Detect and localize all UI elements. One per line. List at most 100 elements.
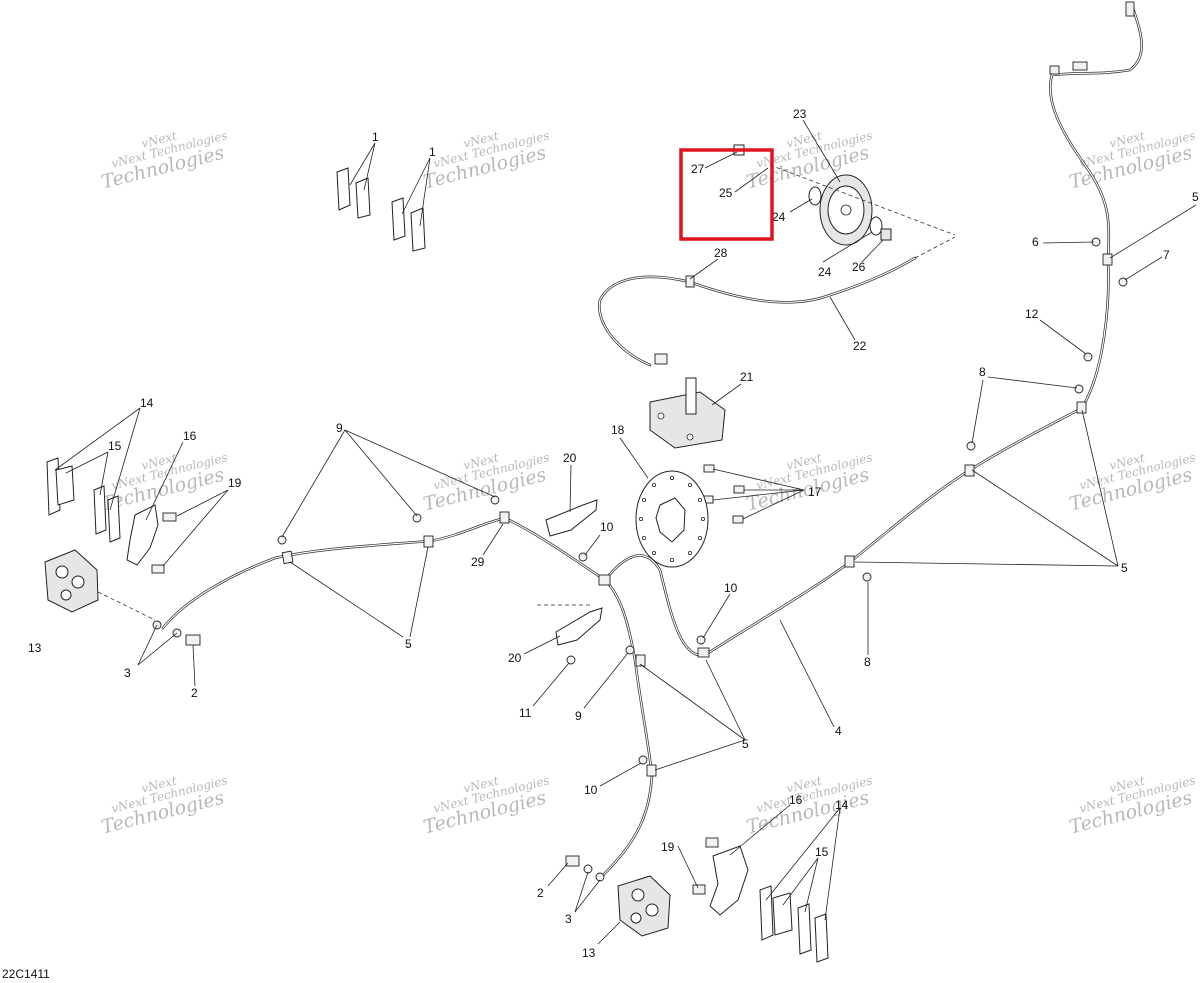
junction-bracket-lower: [555, 607, 603, 646]
callout-label: 10: [584, 783, 598, 797]
leader-line: [734, 167, 769, 193]
rotor-hole: [639, 517, 644, 522]
brake-lines: [161, 3, 1143, 880]
clamp: [1076, 401, 1087, 414]
caliper-body: [44, 549, 99, 613]
leader-line: [639, 663, 746, 741]
watermark: vNext vNext Technologies Technologies: [1067, 128, 1197, 193]
clamp-screw: [862, 572, 872, 582]
leader-line: [765, 807, 841, 901]
leader-line: [137, 624, 158, 666]
rotor-hole: [670, 475, 675, 480]
junction-bracket-upper: [545, 499, 598, 537]
rotor-bolt: [733, 485, 745, 494]
leader-line: [804, 857, 819, 913]
leader-line: [987, 376, 1078, 389]
leader-line: [729, 804, 791, 856]
leader-line: [54, 407, 141, 471]
callout-label: 2: [537, 886, 544, 900]
callout-label: 24: [818, 265, 832, 279]
leader-line: [1081, 409, 1119, 567]
caliper-hole: [686, 433, 694, 441]
banjo-bolt: [185, 634, 201, 646]
rotor-bolt: [732, 515, 744, 524]
clamp: [598, 574, 611, 586]
leader-line: [583, 652, 629, 709]
rotor-hub: [655, 497, 686, 543]
callout-label: 3: [565, 912, 572, 926]
parking-cable-dashed-extension: [914, 236, 956, 259]
leader-line: [712, 489, 805, 501]
junction-brackets: [537, 499, 603, 646]
leader-line: [802, 119, 841, 183]
callout-label: 10: [724, 581, 738, 595]
seal: [808, 186, 822, 206]
clamp: [423, 535, 434, 548]
caliper-bracket: [126, 504, 159, 566]
clamp-screw: [1074, 384, 1084, 394]
clamp-screw: [625, 645, 635, 655]
leader-line: [409, 546, 429, 638]
rotor-hole: [688, 551, 693, 556]
leader-line: [547, 862, 569, 887]
leader-line: [824, 807, 841, 921]
callout-label: 4: [835, 724, 842, 738]
callout-label: 27: [691, 162, 705, 176]
callout-label: 6: [1032, 235, 1039, 249]
front-left-brake-line-inner: [162, 517, 606, 629]
leader-line: [532, 662, 570, 707]
front-left-caliper-assembly: [44, 457, 201, 646]
callout-label: 24: [772, 210, 786, 224]
leader-line: [401, 157, 431, 215]
fasteners: [277, 1, 1135, 765]
brake-pad: [93, 485, 107, 535]
caliper-piston: [60, 589, 72, 601]
leader-line: [854, 561, 1119, 567]
callout-label: 5: [1192, 190, 1199, 204]
brake-pad: [336, 167, 351, 211]
callout-label: 16: [183, 429, 197, 443]
rotor-hole: [670, 558, 675, 563]
leader-line: [162, 489, 229, 567]
rotor-holes: [639, 475, 706, 563]
parking-brake-assembly: [649, 144, 956, 449]
leader-line: [829, 296, 856, 341]
leader-line: [779, 619, 835, 728]
leader-line: [281, 429, 346, 538]
leader-line: [712, 468, 805, 491]
leader-line: [569, 464, 572, 513]
washer: [595, 872, 605, 882]
rotor-hole: [698, 497, 703, 502]
brake-rotor: [635, 470, 709, 568]
callout-label: 9: [336, 421, 343, 435]
leader-line: [523, 635, 561, 655]
parking-brake-caliper: [649, 391, 726, 449]
leader-line: [971, 379, 984, 444]
rotor-hole: [688, 482, 693, 487]
clamp: [844, 555, 855, 568]
rotor-hole: [652, 551, 657, 556]
callout-label: 15: [815, 845, 829, 859]
callout-label: 11: [519, 706, 532, 720]
clamp-screw: [966, 441, 976, 451]
watermark: vNext vNext Technologies Technologies: [1067, 773, 1197, 838]
leader-line: [145, 441, 184, 521]
leader-line: [109, 407, 141, 511]
nut: [566, 655, 576, 665]
drum-center: [840, 204, 852, 216]
leader-line: [861, 239, 884, 263]
leader-line: [344, 429, 496, 498]
leader-line: [654, 739, 746, 771]
washer: [583, 864, 593, 874]
leader-line: [349, 142, 376, 186]
leader-line: [99, 451, 109, 496]
bracket-bolt: [162, 512, 177, 522]
leader-line: [971, 469, 1119, 567]
callout-label: 1: [372, 130, 379, 144]
callout-label: 22: [853, 339, 867, 353]
brake-pad: [759, 885, 774, 941]
callout-label: 8: [864, 655, 871, 669]
callout-label: 18: [611, 423, 625, 437]
clamp: [697, 647, 710, 658]
clamp: [964, 464, 975, 477]
